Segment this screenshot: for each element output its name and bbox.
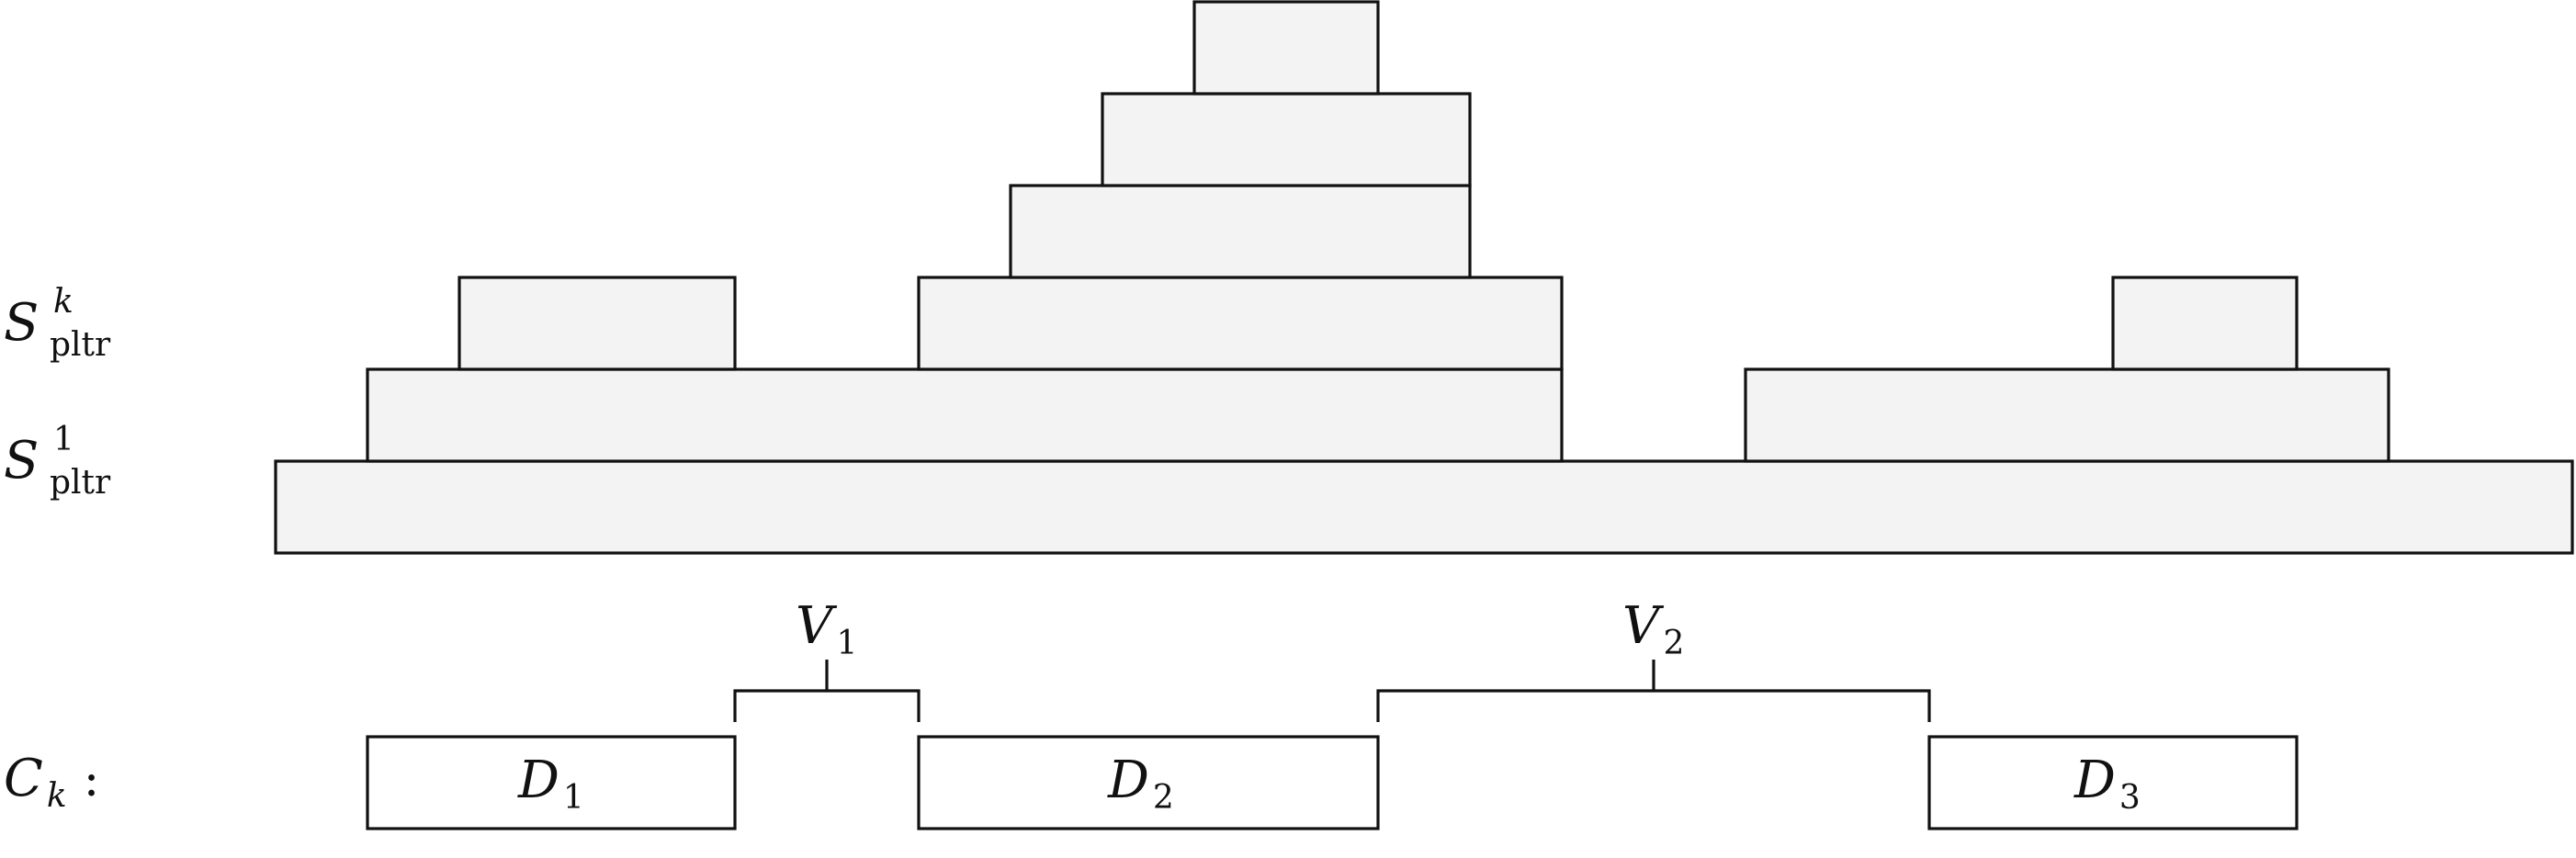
block-stack [274, 0, 2574, 555]
row-label-bottom: S pltr 1 [4, 421, 114, 502]
row-label-top: S pltr k [4, 283, 114, 364]
layer4-block [1009, 184, 1472, 279]
layer1-block [274, 459, 2574, 555]
segment-label-d1: D 1 [517, 751, 584, 817]
layer3-block-middle [917, 276, 1564, 371]
gap-brace-v2: V 2 [1376, 596, 1931, 722]
segment-label-d2: D 2 [1107, 751, 1174, 817]
layer3-block-left [458, 276, 737, 371]
layer5-block [1101, 92, 1472, 187]
layer2-block-right [1744, 367, 2390, 463]
layer3-block-right [2111, 276, 2299, 371]
layer6-block [1192, 0, 1380, 96]
segment-box-d1 [366, 735, 737, 830]
segment-d3: D 3 [1927, 735, 2299, 830]
segment-d1: D 1 [366, 735, 737, 830]
segment-box-d2 [917, 735, 1380, 830]
layer2-block-left [366, 367, 1564, 463]
segment-label-d3: D 3 [2073, 751, 2141, 817]
gap-brace-v1: V 1 [733, 596, 921, 722]
segment-d2: D 2 [917, 735, 1380, 830]
gap-label-v1: V 1 [796, 596, 857, 662]
segment-box-d3 [1927, 735, 2299, 830]
gap-label-v2: V 2 [1622, 596, 1684, 662]
component-label: C k : [4, 749, 99, 815]
